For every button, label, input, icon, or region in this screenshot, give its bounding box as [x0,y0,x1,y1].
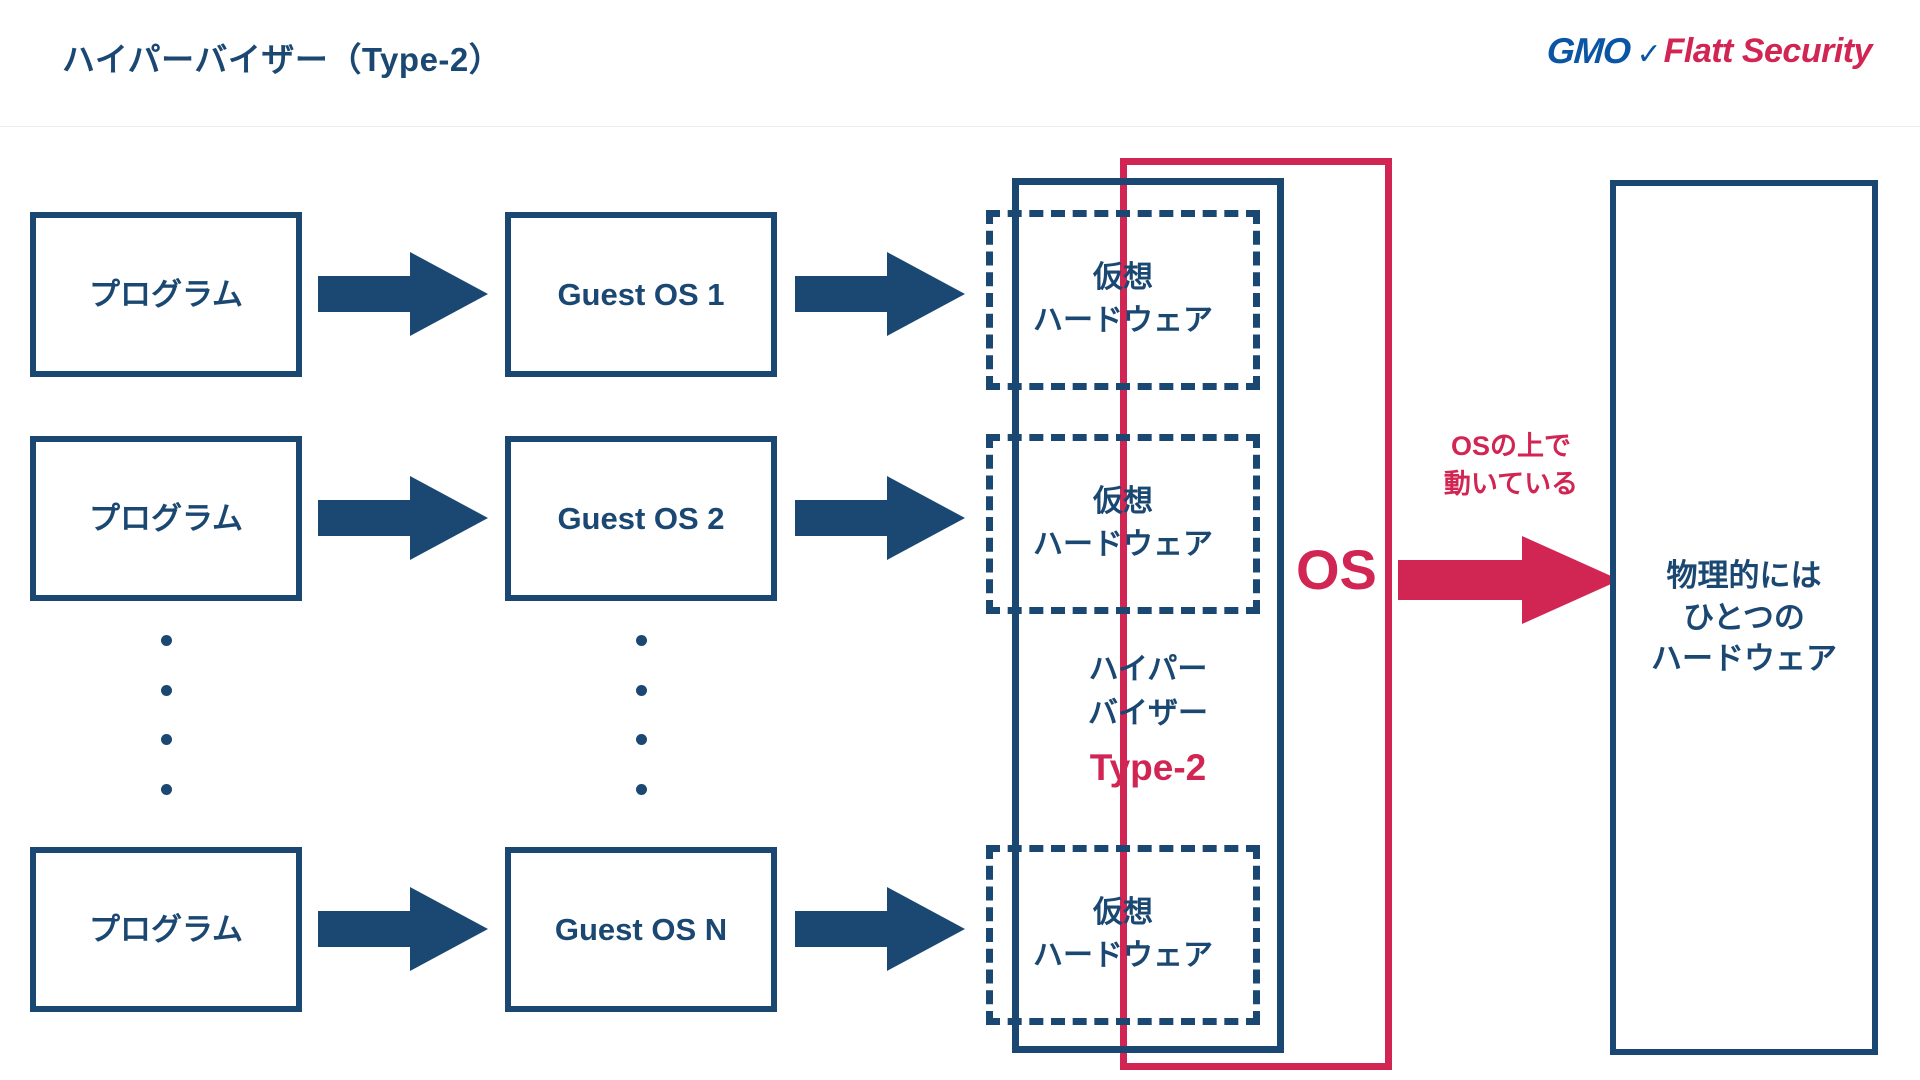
page-title: ハイパーバイザー（Type-2） [62,41,503,78]
program-box-3: プログラム [30,847,302,1012]
virtual-hardware-box-3: 仮想 ハードウェア [986,845,1260,1025]
logo-flatt-security-text: Flatt Security [1663,31,1873,70]
os-boundary-outline [1120,158,1392,1070]
arrow-program-to-guest-os-1 [318,250,488,338]
logo-check-icon: ✓ [1636,37,1662,71]
ellipsis-dot [635,635,647,646]
virtual-hardware-box-2: 仮想 ハードウェア [986,434,1260,614]
gmo-flatt-security-logo: GMO ✓ Flatt Security [1546,30,1873,72]
arrow-program-to-guest-os-3 [318,885,488,973]
hypervisor-type-label: Type-2 [1089,747,1207,788]
annotation-line-1: OSの上で [1450,431,1571,461]
virtual-hardware-label-1: 仮想 ハードウェア [1033,257,1213,342]
physical-hardware-label: 物理的には ひとつの ハードウェア [1651,555,1837,681]
ellipsis-dot [635,684,647,696]
arrow-guest-os-to-vhw-1 [795,250,965,338]
arrow-program-to-guest-os-2 [318,474,488,562]
ellipsis-dot [160,684,172,696]
guest-os-label-2: Guest OS 2 [557,500,725,536]
physical-hardware-line-1: 物理的には [1666,557,1822,593]
header-divider [0,126,1920,127]
arrow-os-to-physical-hardware [1398,534,1620,626]
ellipsis-dot [635,783,647,795]
hypervisor-label: ハイパー バイザー Type-2 [1012,648,1284,795]
virtual-hardware-label-2: 仮想 ハードウェア [1033,481,1213,566]
guest-os-label-1: Guest OS 1 [557,276,725,312]
ellipsis-programs [160,635,172,795]
program-box-1: プログラム [30,212,302,377]
physical-hardware-line-2: ひとつの [1683,599,1805,635]
guest-os-box-2: Guest OS 2 [505,436,777,601]
virtual-hardware-box-1: 仮想 ハードウェア [986,210,1260,390]
arrow-guest-os-to-vhw-3 [795,885,965,973]
vhw-line2: ハードウェア [1033,939,1213,972]
physical-hardware-line-3: ハードウェア [1651,641,1837,677]
physical-hardware-box: 物理的には ひとつの ハードウェア [1610,180,1878,1055]
vhw-line1: 仮想 [1093,896,1153,930]
virtual-hardware-label-3: 仮想 ハードウェア [1033,892,1213,977]
program-label-1: プログラム [88,276,244,312]
ellipsis-dot [160,783,172,795]
program-label-2: プログラム [88,500,244,536]
ellipsis-dot [160,734,172,746]
hypervisor-line-2: バイザー [1088,696,1208,730]
hypervisor-line-1: ハイパー [1088,653,1208,686]
hypervisor-boundary-outline [1012,178,1284,1053]
program-box-2: プログラム [30,436,302,601]
vhw-line2: ハードウェア [1033,528,1213,561]
ellipsis-dot [635,734,647,746]
vhw-line1: 仮想 [1093,261,1153,295]
ellipsis-guest-os [635,635,647,795]
ellipsis-dot [160,635,172,646]
arrow-guest-os-to-vhw-2 [795,474,965,562]
vhw-line2: ハードウェア [1033,304,1213,337]
guest-os-box-3: Guest OS N [505,847,777,1012]
program-label-3: プログラム [88,911,244,947]
guest-os-box-1: Guest OS 1 [505,212,777,377]
vhw-line1: 仮想 [1093,485,1153,519]
annotation-line-2: 動いている [1443,468,1579,499]
runs-on-os-annotation: OSの上で 動いている [1406,428,1616,504]
logo-gmo-text: GMO [1546,30,1632,71]
os-label: OS [1296,538,1377,601]
guest-os-label-3: Guest OS N [554,911,728,947]
